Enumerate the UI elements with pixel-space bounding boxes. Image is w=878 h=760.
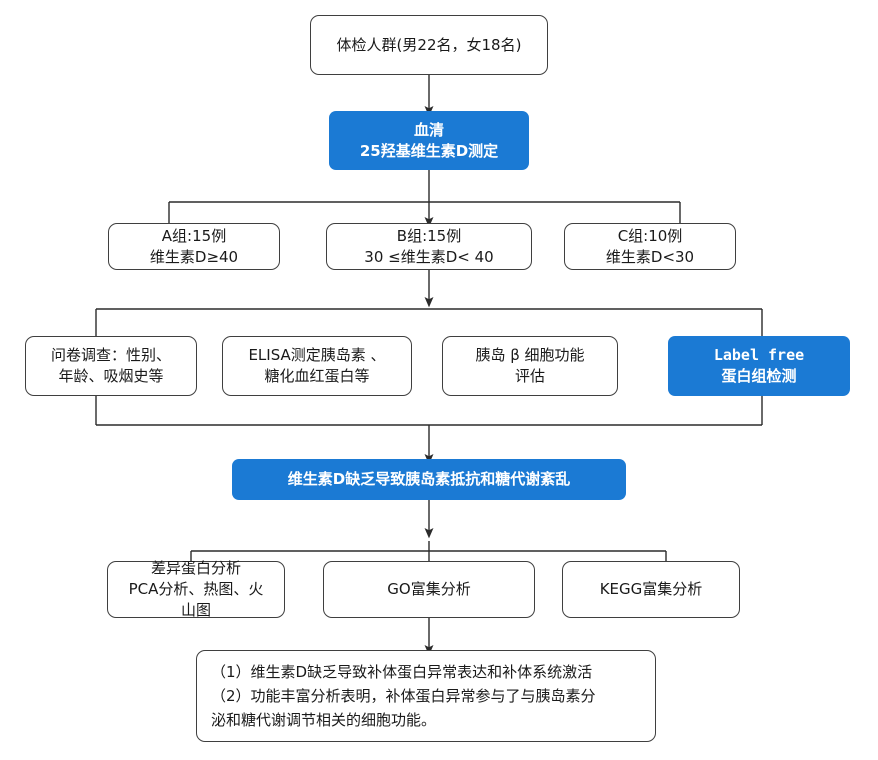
node-serum-assay[interactable]: 血清 25羟基维生素D测定: [329, 111, 529, 170]
node-go-enrichment-label: GO富集分析: [387, 580, 471, 599]
node-finding[interactable]: 维生素D缺乏导致胰岛素抵抗和糖代谢紊乱: [232, 459, 626, 500]
node-cohort[interactable]: 体检人群(男22名，女18名): [310, 15, 548, 75]
node-group-a-label: A组:15例 维生素D≥40: [149, 226, 239, 266]
node-group-a[interactable]: A组:15例 维生素D≥40: [108, 223, 280, 270]
node-finding-label: 维生素D缺乏导致胰岛素抵抗和糖代谢紊乱: [287, 470, 571, 489]
node-serum-assay-label: 血清 25羟基维生素D测定: [359, 120, 499, 160]
node-conclusion[interactable]: （1）维生素D缺乏导致补体蛋白异常表达和补体系统激活 （2）功能丰富分析表明，补…: [196, 650, 656, 742]
node-label-free[interactable]: Label free 蛋白组检测: [668, 336, 850, 396]
node-group-b[interactable]: B组:15例 30 ≤维生素D< 40: [326, 223, 532, 270]
node-group-b-label: B组:15例 30 ≤维生素D< 40: [364, 226, 494, 266]
node-diff-protein-label: 差异蛋白分析 PCA分析、热图、火 山图: [128, 559, 264, 619]
node-conclusion-label: （1）维生素D缺乏导致补体蛋白异常表达和补体系统激活 （2）功能丰富分析表明，补…: [211, 662, 596, 730]
node-cohort-label: 体检人群(男22名，女18名): [336, 35, 522, 54]
node-diff-protein[interactable]: 差异蛋白分析 PCA分析、热图、火 山图: [107, 559, 285, 619]
node-questionnaire[interactable]: 问卷调查：性别、 年龄、吸烟史等: [25, 336, 197, 396]
node-questionnaire-label: 问卷调查：性别、 年龄、吸烟史等: [50, 346, 171, 385]
node-label-free-label: Label free 蛋白组检测: [713, 346, 805, 385]
node-kegg-enrichment-label: KEGG富集分析: [599, 580, 703, 599]
node-go-enrichment[interactable]: GO富集分析: [323, 561, 535, 618]
node-elisa-label: ELISA测定胰岛素 、 糖化血红蛋白等: [248, 346, 386, 385]
node-beta-cell-label: 胰岛 β 细胞功能 评估: [475, 346, 585, 385]
node-beta-cell[interactable]: 胰岛 β 细胞功能 评估: [442, 336, 618, 396]
node-elisa[interactable]: ELISA测定胰岛素 、 糖化血红蛋白等: [222, 336, 412, 396]
node-group-c-label: C组:10例 维生素D<30: [605, 226, 695, 266]
node-group-c[interactable]: C组:10例 维生素D<30: [564, 223, 736, 270]
node-kegg-enrichment[interactable]: KEGG富集分析: [562, 561, 740, 618]
